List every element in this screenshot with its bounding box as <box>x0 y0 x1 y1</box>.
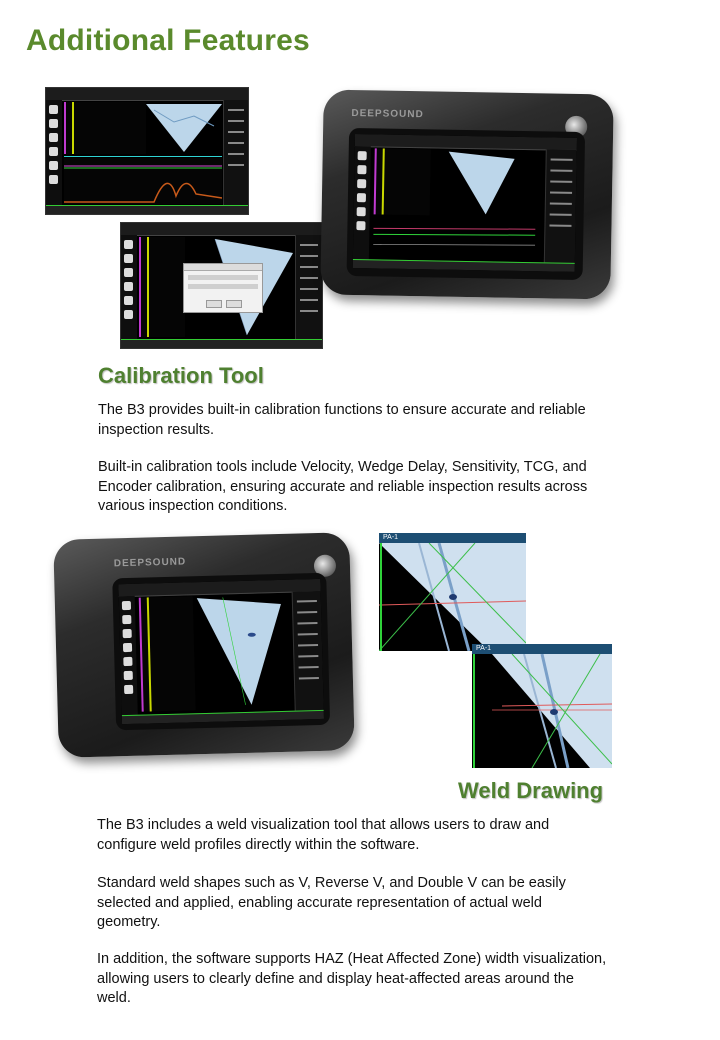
weld-sector-crop-2: PA-1 <box>472 644 612 768</box>
calibration-paragraph-2: Built-in calibration tools include Veloc… <box>98 459 588 514</box>
calibration-screenshot-dialog <box>120 222 323 349</box>
device-photo-weld: DEEPSOUND <box>53 532 355 758</box>
calibration-screenshot-ascan <box>45 87 249 215</box>
weld-paragraph-1: The B3 includes a weld visualization too… <box>97 817 550 853</box>
page-title: Additional Features <box>26 24 310 57</box>
device-brand: DEEPSOUND <box>351 107 424 121</box>
device-photo-calibration: DEEPSOUND <box>320 89 614 300</box>
crop-label: PA-1 <box>383 534 399 541</box>
calibration-paragraph-1: The B3 provides built-in calibration fun… <box>98 402 586 438</box>
device-brand-2: DEEPSOUND <box>113 556 187 570</box>
weld-heading: Weld Drawing <box>458 778 604 803</box>
weld-paragraph-2: Standard weld shapes such as V, Reverse … <box>97 875 566 930</box>
weld-sector-crop-1: PA-1 <box>379 533 526 651</box>
calibration-heading: Calibration Tool <box>98 363 264 388</box>
weld-paragraph-3: In addition, the software supports HAZ (… <box>97 951 607 1006</box>
crop-label-2: PA-1 <box>476 645 492 652</box>
